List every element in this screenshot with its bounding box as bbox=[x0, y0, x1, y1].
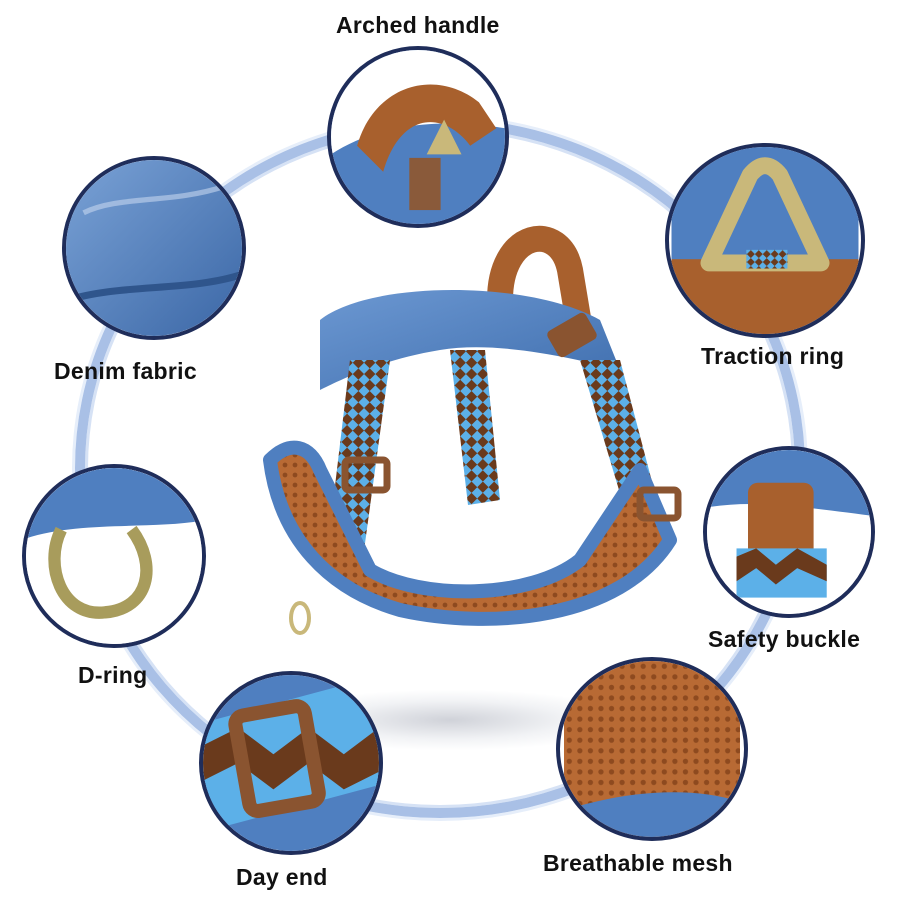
label-breathable-mesh: Breathable mesh bbox=[543, 850, 733, 876]
arched-handle-detail bbox=[327, 46, 509, 228]
traction-ring-detail bbox=[665, 143, 865, 338]
label-d-ring: D-ring bbox=[78, 662, 148, 688]
safety-buckle-detail bbox=[703, 446, 875, 618]
breathable-mesh-detail bbox=[556, 657, 748, 841]
d-ring-detail bbox=[22, 464, 206, 648]
label-safety-buckle: Safety buckle bbox=[708, 626, 861, 652]
label-arched-handle: Arched handle bbox=[336, 12, 500, 38]
dog-harness-image bbox=[263, 225, 682, 635]
label-traction-ring: Traction ring bbox=[701, 343, 845, 369]
label-day-end: Day end bbox=[236, 864, 328, 890]
day-end-detail bbox=[199, 671, 383, 855]
denim-fabric-detail bbox=[62, 156, 246, 340]
label-denim-fabric: Denim fabric bbox=[54, 358, 197, 384]
